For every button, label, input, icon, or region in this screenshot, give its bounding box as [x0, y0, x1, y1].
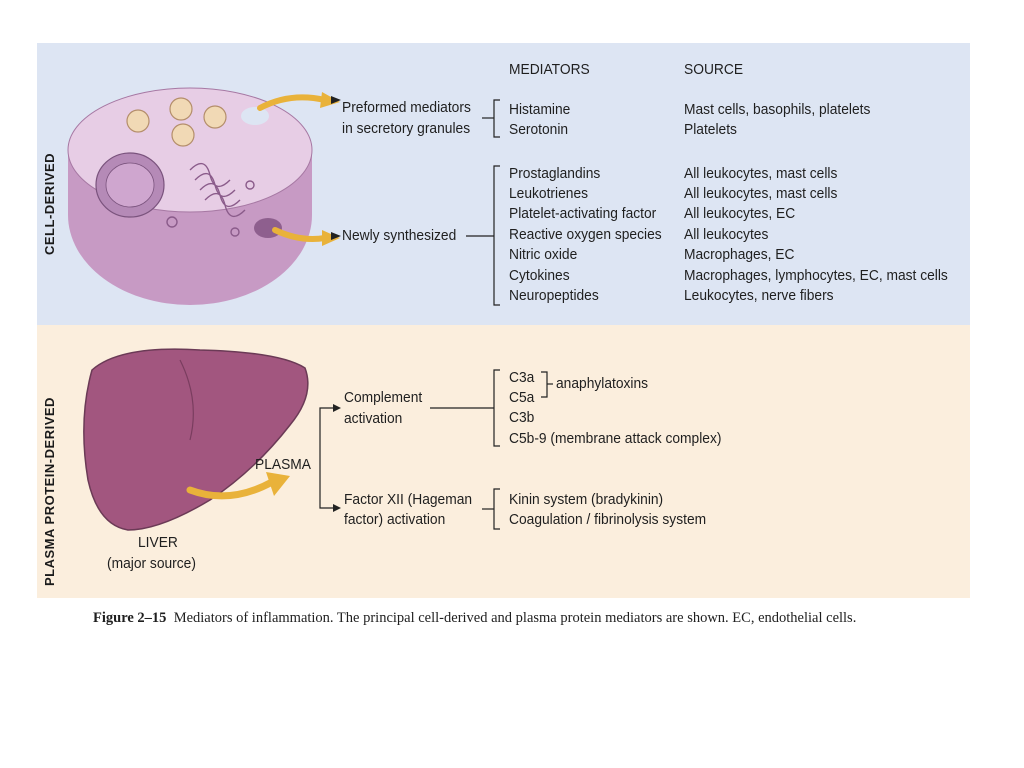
factor-item: Coagulation / fibrinolysis system — [509, 511, 707, 528]
mediator-item: Histamine — [509, 101, 571, 118]
source-item: Leukocytes, nerve fibers — [684, 287, 834, 304]
plasma-label: PLASMA — [255, 456, 311, 473]
liver-label: LIVER — [138, 534, 178, 551]
newly-synthesized-label: Newly synthesized — [342, 227, 457, 244]
source-item: Macrophages, lymphocytes, EC, mast cells — [684, 267, 948, 284]
preformed-label-1: Preformed mediators — [342, 99, 471, 116]
source-item: All leukocytes, EC — [684, 205, 796, 222]
figure-number: Figure 2–15 — [93, 610, 167, 626]
source-item: Platelets — [684, 121, 737, 138]
figure-caption: Figure 2–15 Mediators of inflammation. T… — [93, 610, 856, 627]
mediator-item: Neuropeptides — [509, 287, 599, 304]
mediators-header: MEDIATORS — [509, 61, 590, 78]
preformed-label-2: in secretory granules — [342, 120, 471, 137]
complement-item: C3a — [509, 369, 535, 386]
liver-sublabel: (major source) — [107, 555, 196, 572]
mediator-item: Reactive oxygen species — [509, 226, 662, 243]
liver-illustration — [83, 348, 309, 531]
source-item: Mast cells, basophils, platelets — [684, 101, 871, 118]
source-item: All leukocytes, mast cells — [684, 165, 838, 182]
source-item: Macrophages, EC — [684, 246, 795, 263]
cell-illustration — [67, 87, 313, 305]
complement-item: C3b — [509, 409, 535, 426]
mediator-item: Serotonin — [509, 121, 569, 138]
source-header: SOURCE — [684, 61, 744, 78]
factor-label-1: Factor XII (Hageman — [344, 491, 473, 508]
complement-label-1: Complement — [344, 389, 423, 406]
mediator-item: Cytokines — [509, 267, 570, 284]
complement-label-2: activation — [344, 410, 403, 427]
factor-item: Kinin system (bradykinin) — [509, 491, 664, 508]
mediator-item: Prostaglandins — [509, 165, 601, 182]
source-item: All leukocytes, mast cells — [684, 185, 838, 202]
source-item: All leukocytes — [684, 226, 769, 243]
complement-item: C5a — [509, 389, 535, 406]
complement-item: C5b-9 (membrane attack complex) — [509, 430, 722, 447]
mediator-item: Nitric oxide — [509, 246, 578, 263]
figure-caption-text: Mediators of inflammation. The principal… — [173, 610, 857, 626]
anaphylatoxins-label: anaphylatoxins — [556, 375, 649, 392]
mediator-item: Leukotrienes — [509, 185, 589, 202]
mediator-item: Platelet-activating factor — [509, 205, 657, 222]
factor-label-2: factor) activation — [344, 511, 446, 528]
